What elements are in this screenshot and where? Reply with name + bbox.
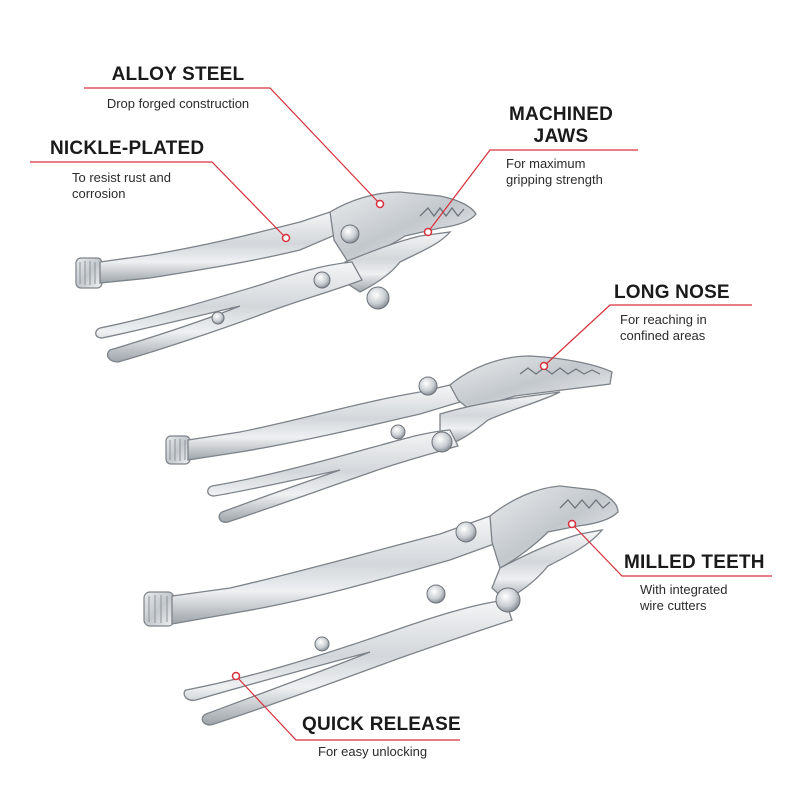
lower-jaw (344, 231, 452, 293)
callout-dots (231, 199, 577, 681)
rivet (418, 376, 438, 396)
callout-nickle-plated: NICKLE-PLATED (50, 138, 250, 160)
callout-long-nose-description: For reaching in confined areas (620, 312, 760, 344)
callout-machined-jaws: MACHINED JAWS (486, 104, 636, 148)
callout-title: JAWS (533, 126, 589, 147)
rivet (390, 424, 406, 440)
nickle-plated-line (30, 161, 287, 239)
callout-title: MACHINED (509, 104, 613, 125)
rivet (340, 224, 360, 244)
lower-handle (95, 261, 363, 363)
callout-title: LONG NOSE (614, 282, 730, 303)
rivet (431, 431, 453, 453)
upper-jaw (489, 485, 619, 569)
callout-milled-teeth: MILLED TEETH (624, 552, 784, 574)
lower-handle (207, 429, 459, 523)
description-line: confined areas (620, 328, 706, 343)
callout-nickle-plated-description: To resist rust and corrosion (72, 170, 242, 202)
callout-alloy-steel: ALLOY STEEL Drop forged construction (78, 64, 278, 112)
callout-title: ALLOY STEEL (111, 64, 245, 85)
callout-long-nose: LONG NOSE (614, 282, 754, 304)
callout-quick-release: QUICK RELEASE (302, 714, 482, 736)
alloy-steel-line (84, 87, 381, 205)
lower-jaw (491, 529, 604, 601)
description-line: gripping strength (506, 172, 603, 187)
milled-teeth-line (571, 523, 772, 577)
plier-long-nose-middle (165, 355, 613, 523)
description-line: For maximum (506, 156, 586, 171)
plier-curved-jaw-bottom (143, 485, 619, 726)
lower-jaw (439, 391, 561, 445)
callout-title: NICKLE-PLATED (50, 138, 205, 159)
description-line: To resist rust and (72, 170, 171, 185)
callout-milled-teeth-description: With integrated wire cutters (640, 582, 780, 614)
callout-title: MILLED TEETH (624, 552, 765, 573)
quick-release-line (235, 675, 460, 741)
upper-handle (171, 515, 506, 625)
description-line: For reaching in (620, 312, 707, 327)
lower-handle (183, 599, 513, 726)
rivet (313, 271, 331, 289)
description-line: For easy unlocking (318, 744, 428, 759)
description-line: With integrated (640, 582, 728, 597)
description-line: corrosion (72, 186, 126, 201)
callout-lines (30, 87, 772, 741)
long-nose-line (543, 304, 752, 367)
description-line: wire cutters (640, 598, 707, 613)
long-nose-jaw (449, 355, 613, 411)
callout-description: Drop forged construction (106, 96, 250, 111)
rivet (495, 587, 521, 613)
rivet (455, 521, 477, 543)
rivet (211, 311, 225, 325)
callout-machined-jaws-description: For maximum gripping strength (506, 156, 646, 188)
machined-jaws-line (427, 149, 638, 233)
rivet (366, 286, 390, 310)
plier-curved-jaw-top (75, 191, 477, 363)
rivet (426, 584, 446, 604)
rivet (314, 636, 330, 652)
callout-title: QUICK RELEASE (302, 714, 461, 735)
callout-quick-release-description: For easy unlocking (318, 744, 488, 760)
